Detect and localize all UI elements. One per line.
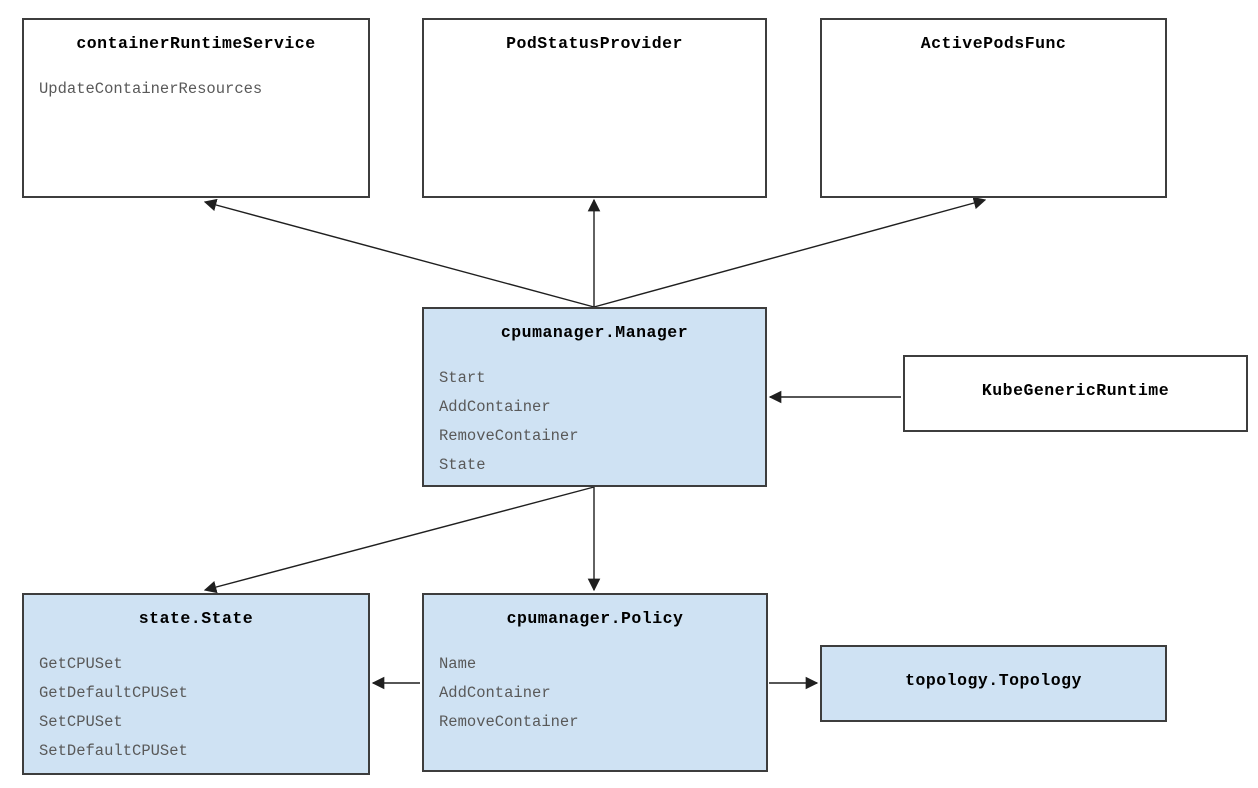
method-item: State — [439, 456, 486, 474]
method-item: SetDefaultCPUSet — [39, 742, 188, 760]
node-title: ActivePodsFunc — [920, 34, 1067, 53]
node-container-runtime-service: containerRuntimeService UpdateContainerR… — [22, 18, 370, 198]
node-pod-status-provider: PodStatusProvider — [422, 18, 767, 198]
node-methods: UpdateContainerResources — [24, 75, 368, 104]
node-state-state: state.State GetCPUSet GetDefaultCPUSet S… — [22, 593, 370, 775]
node-title: topology.Topology — [905, 671, 1082, 690]
arrow-manager-to-active-pods-func — [593, 196, 987, 308]
node-methods: Start AddContainer RemoveContainer State — [424, 364, 765, 480]
node-title: KubeGenericRuntime — [981, 381, 1170, 400]
node-title: state.State — [138, 609, 254, 628]
method-item: RemoveContainer — [439, 713, 579, 731]
node-cpumanager-policy: cpumanager.Policy Name AddContainer Remo… — [422, 593, 768, 772]
node-cpumanager-manager: cpumanager.Manager Start AddContainer Re… — [422, 307, 767, 487]
method-item: GetDefaultCPUSet — [39, 684, 188, 702]
node-methods: Name AddContainer RemoveContainer — [424, 650, 766, 737]
method-item: GetCPUSet — [39, 655, 123, 673]
node-title: PodStatusProvider — [506, 34, 683, 53]
method-item: Name — [439, 655, 477, 673]
node-active-pods-func: ActivePodsFunc — [820, 18, 1167, 198]
node-topology-topology: topology.Topology — [820, 645, 1167, 722]
node-title: cpumanager.Policy — [506, 609, 684, 628]
method-item: Start — [439, 369, 486, 387]
arrow-manager-to-container-runtime-service — [203, 198, 595, 308]
node-title: containerRuntimeService — [76, 34, 316, 53]
node-methods: GetCPUSet GetDefaultCPUSet SetCPUSet Set… — [24, 650, 368, 766]
node-kube-generic-runtime: KubeGenericRuntime — [903, 355, 1248, 432]
arrow-manager-to-state — [203, 486, 595, 594]
node-title: cpumanager.Manager — [500, 323, 689, 342]
method-item: AddContainer — [439, 398, 551, 416]
method-item: AddContainer — [439, 684, 551, 702]
method-item: RemoveContainer — [439, 427, 579, 445]
method-item: SetCPUSet — [39, 713, 123, 731]
method-item: UpdateContainerResources — [39, 80, 263, 98]
